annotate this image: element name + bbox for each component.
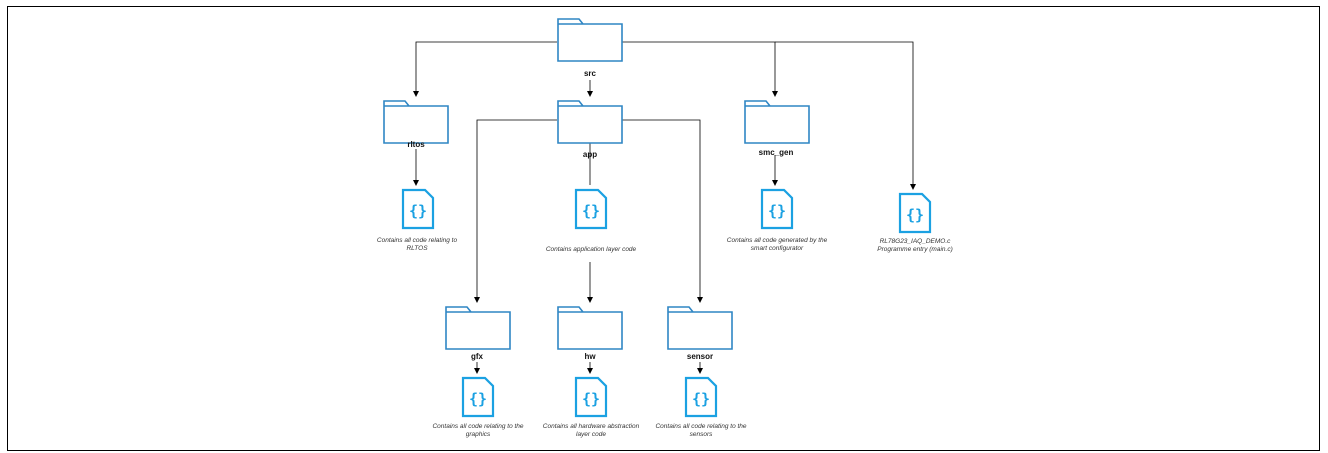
edge-src-rltos — [413, 41, 557, 97]
svg-text:{}: {} — [409, 202, 427, 220]
code-file-smcgen-icon: {} — [760, 188, 794, 230]
desc-app-line1: Contains application layer code — [545, 246, 637, 253]
edge-src-smcgen — [622, 41, 778, 97]
desc-app: Contains application layer code — [526, 246, 656, 254]
folder-app-label: app — [582, 150, 598, 159]
folder-src-label: src — [583, 69, 596, 78]
desc-gfx: Contains all code relating to the graphi… — [413, 423, 543, 439]
svg-text:{}: {} — [768, 202, 786, 220]
code-file-rltos-icon: {} — [401, 188, 435, 230]
desc-smcgen-line1: Contains all code generated by the — [726, 237, 828, 244]
folder-src-icon — [557, 18, 623, 62]
desc-hw: Contains all hardware abstraction layer … — [526, 423, 656, 439]
svg-text:{}: {} — [906, 206, 924, 224]
desc-gfx-line1: Contains all code relating to the — [432, 423, 524, 430]
desc-rltos-line1: Contains all code relating to — [376, 237, 458, 244]
folder-hw-label: hw — [584, 352, 596, 361]
folder-gfx-label: gfx — [471, 352, 483, 361]
folder-hw-icon — [557, 306, 623, 350]
svg-text:{}: {} — [692, 390, 710, 408]
desc-gfx-line2: graphics — [465, 431, 491, 438]
folder-gfx-icon — [445, 306, 511, 350]
code-file-app-icon: {} — [574, 188, 608, 230]
code-file-gfx-icon: {} — [461, 376, 495, 418]
desc-smcgen-line2: smart configurator — [750, 245, 804, 252]
svg-text:{}: {} — [469, 390, 487, 408]
desc-rltos: Contains all code relating to RLTOS — [352, 237, 482, 253]
folder-rltos-label: rltos — [407, 140, 425, 149]
desc-main-line2: Programme entry (main.c) — [877, 246, 953, 253]
desc-hw-line1: Contains all hardware abstraction — [542, 423, 640, 430]
svg-text:{}: {} — [582, 202, 600, 220]
folder-smcgen-label: smc_gen — [758, 148, 794, 157]
edge-app-sensor — [622, 119, 703, 303]
desc-main-line1: RL78G23_IAQ_DEMO.c — [879, 238, 951, 245]
folder-app-icon — [557, 100, 623, 144]
folder-sensor-icon — [667, 306, 733, 350]
edge-app-gfx — [474, 119, 557, 303]
desc-sensor-line2: sensors — [689, 431, 713, 438]
folder-sensor-label: sensor — [686, 352, 714, 361]
folder-rltos-icon — [383, 100, 449, 144]
desc-smcgen: Contains all code generated by the smart… — [712, 237, 842, 253]
desc-hw-line2: layer code — [576, 431, 606, 438]
code-file-sensor-icon: {} — [684, 376, 718, 418]
desc-sensor-line1: Contains all code relating to the — [655, 423, 747, 430]
desc-rltos-line2: RLTOS — [406, 245, 428, 252]
edge-src-main — [775, 41, 916, 190]
desc-sensor: Contains all code relating to the sensor… — [636, 423, 766, 439]
desc-main: RL78G23_IAQ_DEMO.c Programme entry (main… — [850, 238, 980, 254]
diagram-frame — [7, 6, 1320, 451]
code-file-main-icon: {} — [898, 192, 932, 234]
code-file-hw-icon: {} — [574, 376, 608, 418]
svg-text:{}: {} — [582, 390, 600, 408]
folder-smcgen-icon — [744, 100, 810, 144]
